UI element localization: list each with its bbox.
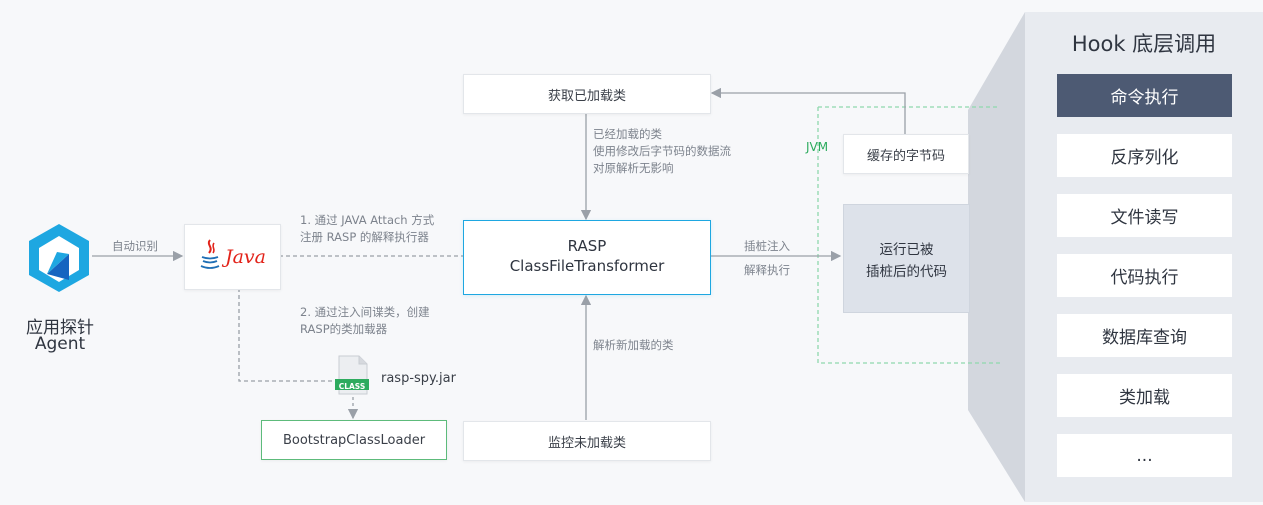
run-line1: 运行已被 [879, 241, 934, 258]
run-instrumented-code-node: 运行已被 插桩后的代码 [843, 204, 970, 313]
rasp-subtitle: ClassFileTransformer [509, 257, 665, 275]
edge-label-instrument-inject: 插桩注入 [744, 239, 790, 253]
hook-item-file-rw: 文件读写 [1057, 194, 1232, 237]
hook-item-db-query: 数据库查询 [1057, 314, 1232, 357]
monitor-unloaded-node: 监控未加载类 [463, 421, 711, 461]
agent-logo-icon [27, 222, 91, 294]
get-loaded-classes-node: 获取已加载类 [463, 74, 711, 114]
java-cup-icon [199, 238, 221, 276]
jar-name: rasp-spy.jar [381, 371, 456, 386]
java-node: Java [184, 224, 281, 290]
edge-label-step2-line2: RASP的类加载器 [300, 322, 388, 336]
jvm-label: JVM [806, 140, 829, 154]
edge-label-auto-detect: 自动识别 [112, 239, 158, 253]
agent-label-cn: 应用探针 [26, 318, 94, 338]
jvm-boundary [817, 106, 1000, 364]
class-badge-text: CLASS [338, 382, 366, 391]
hook-item-more: ... [1057, 434, 1232, 477]
run-line2: 插桩后的代码 [866, 263, 947, 280]
hook-item-command-exec: 命令执行 [1057, 74, 1232, 117]
edge-label-loaded-line2: 使用修改后字节码的数据流 [593, 144, 731, 158]
edge-label-loaded-line3: 对原解析无影响 [593, 161, 674, 175]
hook-panel-wedge [968, 12, 1025, 502]
cached-bytecode-node: 缓存的字节码 [843, 134, 969, 174]
java-logo-text: Java [224, 246, 266, 268]
hook-item-class-loading: 类加载 [1057, 374, 1232, 417]
bootstrap-classloader-node: BootstrapClassLoader [261, 420, 447, 460]
dashed-java-to-jar [238, 288, 333, 382]
edge-label-step2-line1: 2. 通过注入间谍类，创建 [300, 305, 430, 319]
hook-item-deserialization: 反序列化 [1057, 134, 1232, 177]
edge-label-step1-line2: 注册 RASP 的解释执行器 [300, 230, 429, 244]
edge-label-parse-new: 解析新加载的类 [593, 338, 674, 352]
class-file-icon [335, 355, 369, 395]
rasp-transformer-node: RASP ClassFileTransformer [463, 220, 711, 295]
hook-item-code-exec: 代码执行 [1057, 254, 1232, 297]
arrow-cache-to-getloaded [710, 87, 906, 134]
edge-label-interpret-exec: 解释执行 [744, 263, 790, 277]
agent-label-en: Agent [34, 334, 86, 354]
edge-label-step1-line1: 1. 通过 JAVA Attach 方式 [300, 213, 435, 227]
edge-label-loaded-line1: 已经加载的类 [593, 127, 662, 141]
rasp-title: RASP [567, 237, 607, 255]
hook-panel-title: Hook 底层调用 [1071, 32, 1217, 56]
